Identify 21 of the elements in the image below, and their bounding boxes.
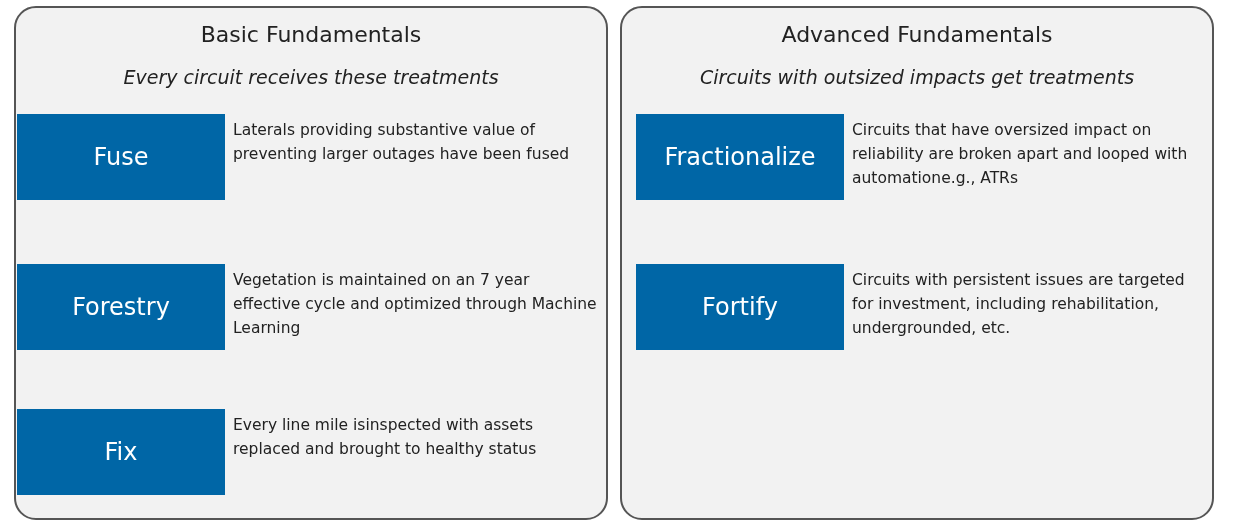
treatment-name: Fix	[104, 438, 138, 466]
section-panel	[14, 6, 608, 520]
panel-subtitle: Every circuit receives these treatments	[122, 66, 500, 88]
treatment-description: Circuits with persistent issues are targeted for investment, including rehabilitation, undergrounded, etc.	[852, 270, 1186, 339]
panel-title: Advanced Fundamentals	[780, 22, 1054, 47]
treatment-name: Forestry	[72, 293, 170, 321]
treatment-description: Circuits that have oversized impact on reliability are broken apart and looped with automatione.g., ATRs	[852, 120, 1189, 189]
treatment-box	[636, 264, 844, 350]
treatment-description: Every line mile isinspected with assets replaced and brought to healthy status	[233, 415, 538, 460]
treatment-name: Fuse	[93, 143, 149, 171]
panel-subtitle: Circuits with outsized impacts get treatments	[698, 66, 1136, 88]
treatment-name: Fractionalize	[664, 143, 816, 171]
panel-title: Basic Fundamentals	[199, 22, 423, 47]
treatment-box	[17, 264, 225, 350]
treatment-box	[17, 114, 225, 200]
treatment-box	[636, 114, 844, 200]
treatment-description: Vegetation is maintained on an 7 year effective cycle and optimized through Machine Learning	[233, 270, 598, 339]
treatment-box	[17, 409, 225, 495]
section-panel	[620, 6, 1214, 520]
treatment-name: Fortify	[702, 293, 778, 321]
treatment-description: Laterals providing substantive value of preventing larger outages have been fused	[233, 120, 571, 165]
